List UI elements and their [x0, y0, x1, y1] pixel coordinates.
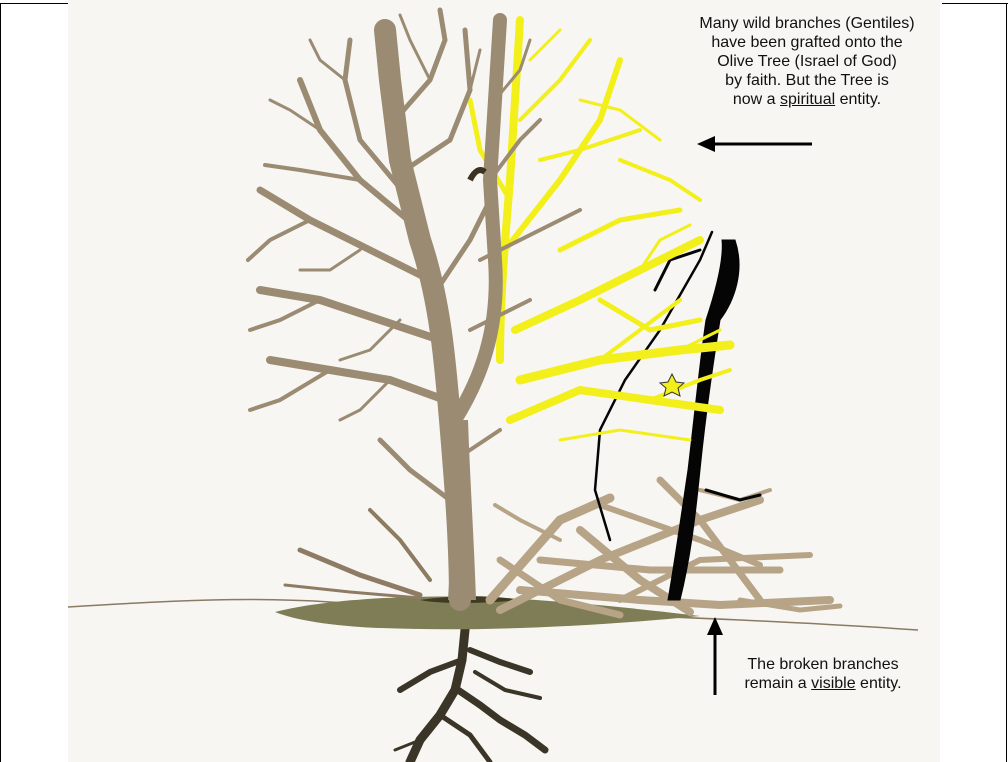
caption-line: now a spiritual entity.	[672, 90, 942, 109]
caption-line: have been grafted onto the	[672, 33, 942, 52]
fallen-branches	[490, 480, 840, 615]
caption-emphasis: spiritual	[780, 91, 835, 108]
caption-line: The broken branches	[718, 655, 928, 674]
caption-emphasis: visible	[811, 675, 855, 692]
spiritual-entity-caption: Many wild branches (Gentiles) have been …	[672, 14, 942, 109]
caption-line: remain a visible entity.	[718, 674, 928, 693]
black-branch	[595, 232, 760, 600]
visible-entity-caption: The broken branches remain a visible ent…	[718, 655, 928, 693]
spiritual-arrow	[697, 136, 812, 152]
caption-text: entity.	[856, 675, 902, 692]
caption-text: remain a	[744, 675, 811, 692]
caption-line: Many wild branches (Gentiles)	[672, 14, 942, 33]
roots	[395, 620, 545, 762]
left-fallen-branches	[285, 510, 430, 598]
caption-line: Olive Tree (Israel of God)	[672, 52, 942, 71]
olive-tree	[248, 10, 580, 600]
caption-line: by faith. But the Tree is	[672, 71, 942, 90]
caption-text: entity.	[835, 91, 881, 108]
caption-text: now a	[733, 91, 780, 108]
